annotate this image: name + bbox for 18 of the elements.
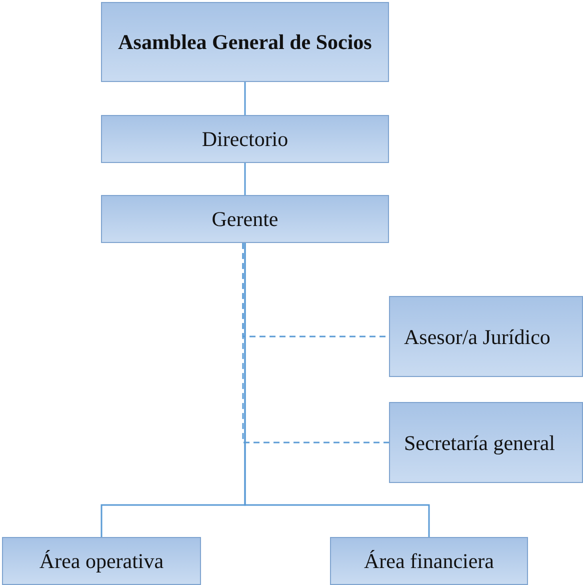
dashed-connector — [242, 243, 389, 444]
box-label: Gerente — [212, 206, 278, 233]
org-box — [101, 195, 389, 243]
box-label: Secretaría general — [404, 430, 555, 456]
org-box — [389, 402, 583, 483]
box-label: Área financiera — [364, 548, 494, 575]
org-box — [101, 115, 389, 163]
connector-line — [244, 163, 246, 195]
box-label: Directorio — [202, 126, 288, 153]
connector-line — [244, 82, 246, 115]
org-box — [330, 537, 528, 585]
org-box — [389, 296, 583, 377]
box-label: Asamblea General de Socios — [118, 29, 372, 56]
box-label: Asesor/a Jurídico — [404, 324, 550, 350]
org-box — [101, 2, 389, 82]
org-box — [2, 537, 201, 585]
box-label: Área operativa — [39, 548, 164, 575]
connector-line — [244, 243, 430, 537]
